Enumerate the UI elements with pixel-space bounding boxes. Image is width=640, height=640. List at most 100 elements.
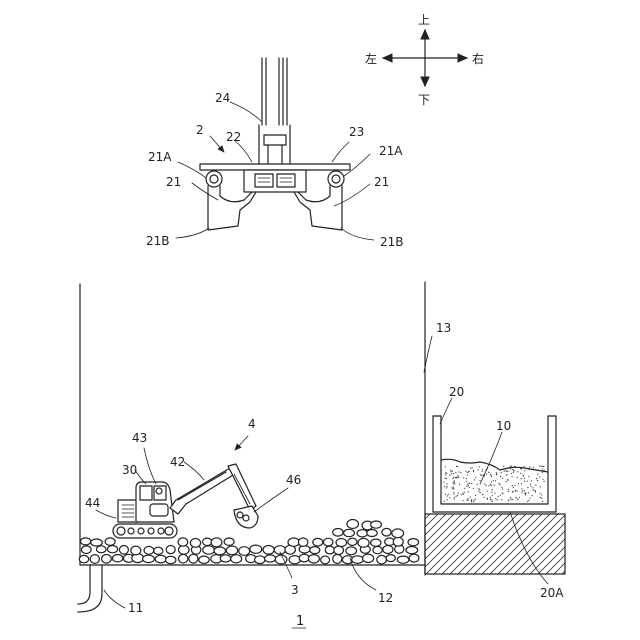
sludge-dot xyxy=(508,489,509,490)
gravel-stone xyxy=(336,539,347,547)
sludge-dot xyxy=(529,497,530,498)
sludge-dot xyxy=(524,490,525,491)
sludge-dot xyxy=(527,487,528,488)
sludge-dot xyxy=(528,492,529,493)
label-3: 3 xyxy=(291,583,299,597)
sludge-dot xyxy=(480,492,481,493)
sludge-dot xyxy=(495,498,496,499)
sludge-dot xyxy=(463,477,464,478)
gravel-stone xyxy=(348,538,357,545)
label-20A: 20A xyxy=(540,586,564,600)
sludge-dot xyxy=(498,496,499,497)
sludge-dot xyxy=(522,490,523,491)
sludge-dot xyxy=(498,483,499,484)
sludge-dot xyxy=(453,483,454,484)
sludge-dot xyxy=(496,472,497,473)
hatched-base xyxy=(425,514,565,574)
sludge-dot xyxy=(454,480,455,481)
compass-right-label: 右 xyxy=(472,51,484,66)
sludge-dot xyxy=(453,482,454,483)
sludge-dot xyxy=(511,466,512,467)
sludge-dot xyxy=(500,476,501,477)
label-13: 13 xyxy=(436,321,451,335)
sludge-dot xyxy=(497,499,498,500)
gravel-stone xyxy=(397,556,409,563)
sludge-dot xyxy=(517,477,518,478)
sludge-dot xyxy=(540,497,541,498)
sludge-dot xyxy=(488,472,489,473)
label-21A-right: 21A xyxy=(379,144,403,158)
gravel-stone xyxy=(178,538,188,546)
sludge-dot xyxy=(535,490,536,491)
sludge-dot xyxy=(501,499,502,500)
sludge-dot xyxy=(528,469,529,470)
sludge-dot xyxy=(473,488,474,489)
sludge-dot xyxy=(513,470,514,471)
sludge-dot xyxy=(540,486,541,487)
label-4: 4 xyxy=(248,417,256,431)
sludge-dot xyxy=(511,499,512,500)
sludge-dot xyxy=(454,499,455,500)
sludge-dot xyxy=(460,472,461,473)
sludge-dot xyxy=(521,492,522,493)
sludge-dot xyxy=(510,466,511,467)
gravel-stone xyxy=(392,529,404,538)
gravel-stone xyxy=(211,538,222,547)
sludge-dot xyxy=(494,485,495,486)
gravel-stone xyxy=(409,554,419,562)
gravel-stone xyxy=(179,545,190,554)
sludge-dot xyxy=(490,484,491,485)
sludge-dot xyxy=(517,471,518,472)
sludge-dot xyxy=(468,500,469,501)
sludge-dot xyxy=(457,495,458,496)
sludge-dot xyxy=(453,493,454,494)
sludge-dot xyxy=(468,483,469,484)
sludge-dot xyxy=(465,471,466,472)
sludge-dot xyxy=(532,487,533,488)
jaw-right xyxy=(294,186,342,230)
sludge-dot xyxy=(528,476,529,477)
sludge-dot xyxy=(444,501,445,502)
gravel-stone xyxy=(386,555,395,562)
sludge-dot xyxy=(487,499,488,500)
sludge-dot xyxy=(491,481,492,482)
gravel-stone xyxy=(79,555,88,562)
sludge-dot xyxy=(507,471,508,472)
sludge-dot xyxy=(512,491,513,492)
gravel-stone xyxy=(255,556,265,564)
sludge-dot xyxy=(513,472,514,473)
gravel-stone xyxy=(333,554,342,563)
sludge-dot xyxy=(536,478,537,479)
sludge-dot xyxy=(519,497,520,498)
gravel-stone xyxy=(97,546,106,553)
gravel-stone xyxy=(224,538,234,545)
gravel-stone xyxy=(406,547,418,554)
sludge-dot xyxy=(500,495,501,496)
sludge-dot xyxy=(451,471,452,472)
sludge-dot xyxy=(531,480,532,481)
sludge-dot xyxy=(445,494,446,495)
sludge-dot xyxy=(542,468,543,469)
sludge-dot xyxy=(472,467,473,468)
sludge-dot xyxy=(508,491,509,492)
gravel-stone xyxy=(203,546,215,554)
gravel-stone xyxy=(334,546,344,554)
sludge-dot xyxy=(466,481,467,482)
sludge-dot xyxy=(478,491,479,492)
sludge-dot xyxy=(457,475,458,476)
sludge-dot xyxy=(484,483,485,484)
sludge-dot xyxy=(493,480,494,481)
sludge-dot xyxy=(521,468,522,469)
sludge-dot xyxy=(527,501,528,502)
gravel-stone xyxy=(344,529,355,536)
label-24: 24 xyxy=(215,91,230,105)
sludge-dot xyxy=(535,485,536,486)
gravel-stone xyxy=(367,530,377,537)
sludge-dot xyxy=(449,497,450,498)
gravel-stone xyxy=(107,546,117,553)
sludge-dot xyxy=(507,480,508,481)
gravel-stone xyxy=(226,546,237,555)
sludge-dot xyxy=(530,484,531,485)
sludge-dot xyxy=(481,475,482,476)
